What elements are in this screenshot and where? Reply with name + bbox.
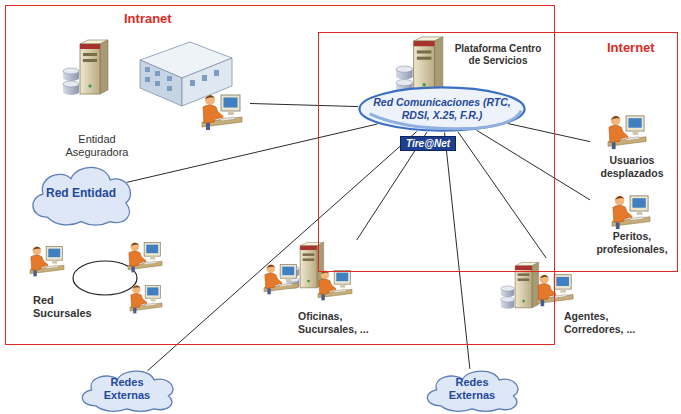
service-platform: Plataforma Centro de Servicios xyxy=(390,36,550,86)
connector-line xyxy=(508,124,590,142)
network-cloud: Red Entidad xyxy=(25,160,137,226)
external-cloud: Redes Externas xyxy=(420,366,524,412)
network-hub: Red Comunicaciones (RTC, RDSI, X.25, F.R… xyxy=(356,85,528,133)
node-label: Red Comunicaciones (RTC, RDSI, X.25, F.R… xyxy=(372,96,512,121)
node-label: Entidad Aseguradora xyxy=(59,133,135,159)
logo-label: Tire@Net xyxy=(400,136,456,151)
node-label: Red Entidad xyxy=(46,186,116,200)
node-label: Peritos, profesionales, xyxy=(592,230,672,255)
connector-line xyxy=(147,131,416,370)
node-label: Intranet xyxy=(124,11,204,27)
connector-line xyxy=(445,133,470,369)
node-label: Plataforma Centro de Servicios xyxy=(448,43,548,67)
node-label: Internet xyxy=(607,40,673,56)
branch-network: Red Sucursales xyxy=(25,240,165,325)
connector-line xyxy=(127,124,377,182)
internet-region: Internet Plataforma Centro de ServiciosRe… xyxy=(318,32,678,272)
node-label: Usuarios desplazados xyxy=(593,154,671,179)
agents-node: Agentes, Corredores, ... xyxy=(498,258,653,342)
node-label: Redes Externas xyxy=(92,376,162,402)
mobile-users: Usuarios desplazados xyxy=(590,112,675,190)
insurer-node: Entidad Aseguradora xyxy=(55,38,250,163)
connector-line xyxy=(458,132,546,258)
node-label: Agentes, Corredores, ... xyxy=(564,310,652,335)
connector-line xyxy=(477,130,590,199)
connector-line xyxy=(250,103,358,106)
node-label: Oficinas, Sucursales, ... xyxy=(298,310,386,335)
node-label: Red Sucursales xyxy=(33,294,95,320)
experts-node: Peritos, profesionales, xyxy=(590,192,675,260)
offices-node: Oficinas, Sucursales, ... xyxy=(262,240,387,339)
node-label: Redes Externas xyxy=(437,376,507,402)
external-cloud: Redes Externas xyxy=(75,366,179,412)
